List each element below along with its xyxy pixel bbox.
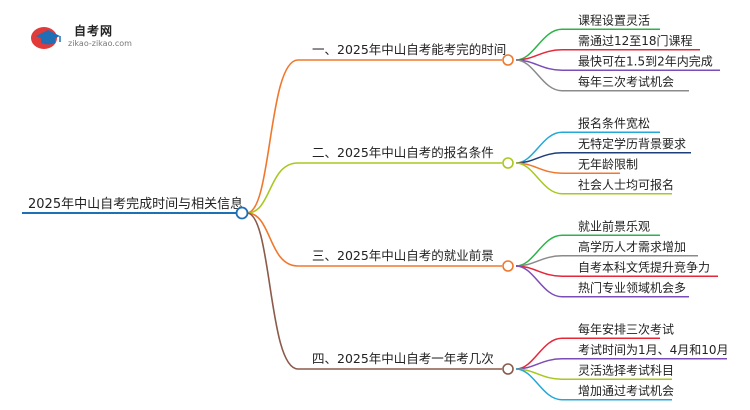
- leaf-label[interactable]: 需通过12至18门课程: [578, 33, 693, 48]
- logo-url: zikao-zikao.com: [68, 39, 132, 48]
- leaf-connector: [515, 59, 563, 92]
- leaf-connector: [515, 368, 563, 401]
- branch-node-circle[interactable]: [502, 260, 514, 272]
- leaf-label[interactable]: 报名条件宽松: [578, 115, 650, 130]
- connector-group: [246, 28, 563, 401]
- branch-label[interactable]: 二、2025年中山自考的报名条件: [312, 145, 494, 160]
- leaf-label[interactable]: 每年安排三次考试: [578, 321, 674, 336]
- branch-node-circle[interactable]: [502, 54, 514, 66]
- leaf-label[interactable]: 就业前景乐观: [578, 218, 650, 233]
- leaf-label[interactable]: 社会人士均可报名: [578, 177, 674, 192]
- branch-connector: [246, 59, 299, 214]
- branch-node-circle[interactable]: [502, 157, 514, 169]
- leaf-label[interactable]: 无年龄限制: [578, 157, 638, 171]
- leaf-label[interactable]: 灵活选择考试科目: [578, 362, 674, 377]
- logo-title: 自考网: [74, 24, 114, 38]
- leaf-label[interactable]: 高学历人才需求增加: [578, 239, 686, 254]
- branch-label[interactable]: 三、2025年中山自考的就业前景: [312, 248, 494, 263]
- branch-connector: [246, 212, 299, 370]
- leaf-connector: [515, 162, 563, 195]
- branch-connector: [246, 212, 299, 267]
- branch-connector: [246, 162, 299, 214]
- leaf-label[interactable]: 热门专业领域机会多: [578, 280, 686, 295]
- leaf-label[interactable]: 最快可在1.5到2年内完成: [578, 53, 713, 68]
- leaf-label[interactable]: 增加通过考试机会: [578, 383, 674, 398]
- leaf-label[interactable]: 每年三次考试机会: [578, 74, 674, 89]
- branch-node-circle[interactable]: [502, 363, 514, 375]
- root-node-label[interactable]: 2025年中山自考完成时间与相关信息: [28, 196, 243, 212]
- leaf-connector: [515, 265, 563, 298]
- leaf-label[interactable]: 无特定学历背景要求: [578, 136, 686, 151]
- branch-label[interactable]: 一、2025年中山自考能考完的时间: [312, 42, 506, 57]
- site-logo[interactable]: 自考网 zikao-zikao.com: [30, 22, 170, 56]
- leaf-label[interactable]: 课程设置灵活: [578, 12, 650, 27]
- leaf-label[interactable]: 考试时间为1月、4月和10月: [578, 342, 729, 357]
- leaf-label[interactable]: 自考本科文凭提升竞争力: [578, 259, 710, 274]
- graduation-cap-icon: [31, 27, 61, 49]
- branch-label[interactable]: 四、2025年中山自考一年考几次: [312, 351, 494, 366]
- node-group: 2025年中山自考完成时间与相关信息 一、2025年中山自考能考完的时间 课程设置灵…: [22, 12, 729, 401]
- root-node-circle[interactable]: [235, 206, 249, 220]
